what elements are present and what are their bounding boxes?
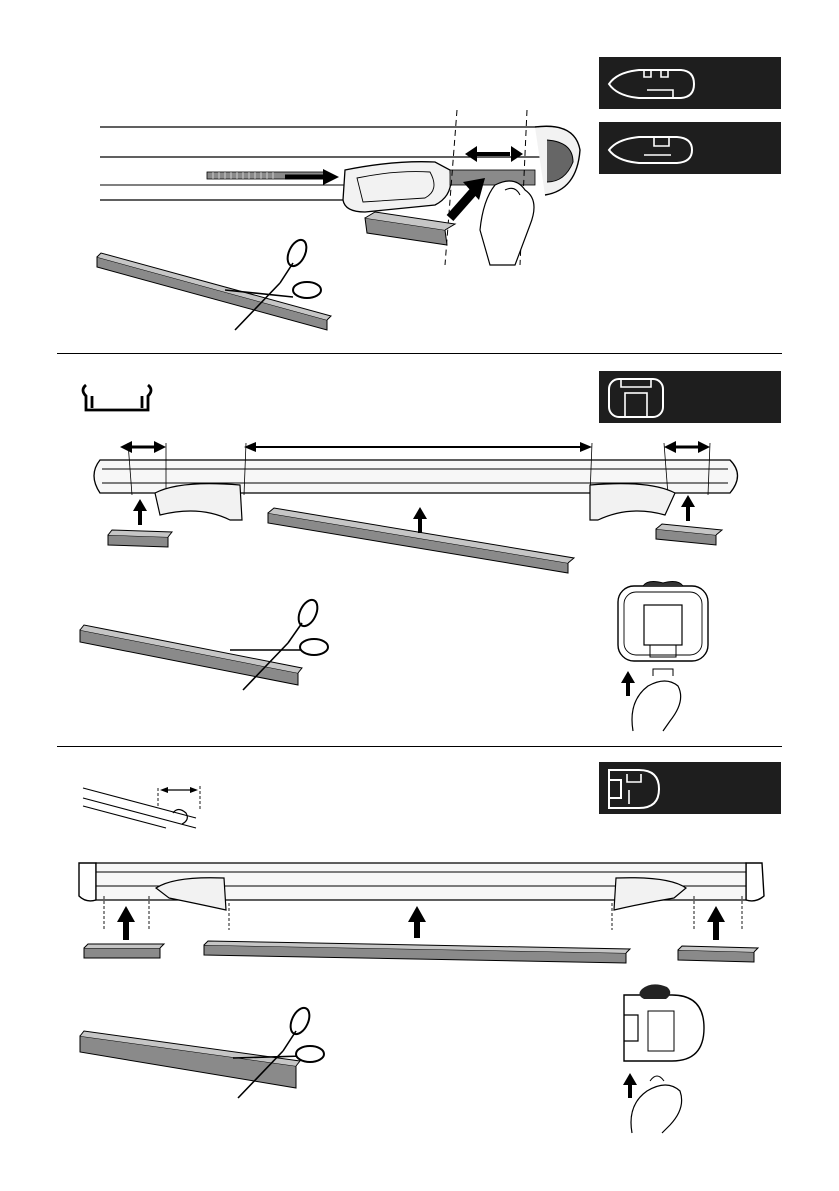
profile-badge-1b <box>599 122 781 174</box>
squarebar-illustration <box>90 435 750 565</box>
section-1 <box>0 0 839 355</box>
section-divider-2 <box>57 746 782 747</box>
profile-squarebar-icon <box>599 371 781 423</box>
profile-wingbar-slot-icon <box>599 57 781 109</box>
squarebar-section-detail <box>608 581 718 731</box>
cut-strip-illustration-3 <box>78 1006 338 1106</box>
profile-badge-1a <box>599 57 781 109</box>
section-3 <box>0 748 839 1191</box>
flushbar-profile-detail <box>78 778 218 828</box>
cut-strip-illustration-2 <box>78 595 348 695</box>
profile-wingbar-open-icon <box>599 122 781 174</box>
profile-flushbar-icon <box>599 762 781 814</box>
strip-profile-icon <box>78 380 158 420</box>
cut-strip-illustration-1 <box>95 235 355 345</box>
section-divider-1 <box>57 353 782 354</box>
flushbar-section-detail <box>612 983 722 1133</box>
section-2 <box>0 355 839 747</box>
flushbar-illustration <box>74 858 774 998</box>
profile-badge-3 <box>599 762 781 814</box>
profile-badge-2 <box>599 371 781 423</box>
